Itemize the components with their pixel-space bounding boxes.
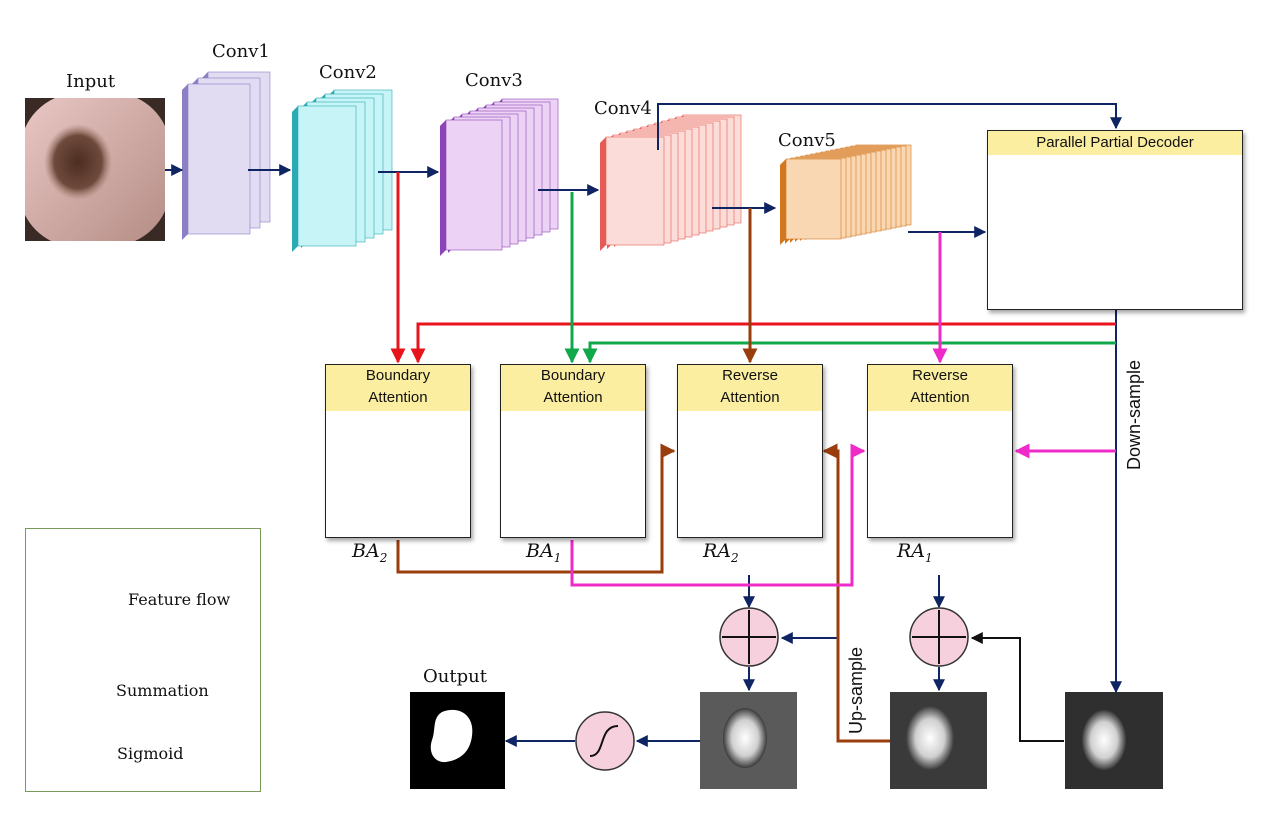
conv3-label: Conv3 [465,70,523,91]
conv-slice-side [292,106,298,252]
sigmoid-node [575,711,635,771]
conv-slice-side [780,159,786,245]
decoder-prediction-map [1065,692,1163,789]
legend-sigmoid: Sigmoid [117,744,184,763]
up-sample-label: Up-sample [846,646,866,734]
navy-flow-arrows [165,103,1122,747]
magenta-flow-arrows [570,232,1116,587]
conv4-block [600,114,742,251]
ra2-label: RA2 [703,540,739,565]
legend-panel [25,528,261,792]
conv5-block [780,144,912,245]
conv2-label: Conv2 [319,62,377,83]
brown-flow-arrows [396,208,890,743]
legend-feature-flow: Feature flow [128,590,231,609]
output-label: Output [423,666,487,687]
conv1-label: Conv1 [212,41,270,62]
conv2-block [292,89,393,252]
ra2-prediction-map [700,692,797,789]
input-label: Input [66,71,116,92]
conv-slice [297,105,357,247]
legend-summation: Summation [116,681,209,700]
ba1-label-index: 1 [553,550,562,565]
ra1-label-base: RA [897,540,926,562]
conv-slice [187,83,251,235]
conv-slice-side [182,84,188,240]
ra1-label-index: 1 [925,550,933,565]
ba2-label-index: 2 [379,550,388,565]
ra2-label-base: RA [703,540,732,562]
conv5-label: Conv5 [778,130,836,151]
ba1-title-line1: Boundary [540,367,606,384]
ra2-label-index: 2 [731,550,739,565]
ra1-prediction-map [890,692,987,789]
decoder-title: Parallel Partial Decoder [988,131,1242,155]
conv-slice-side [600,137,606,251]
ba2-title-line1: Boundary [365,367,431,384]
ra2-title-line2: Attention [720,389,780,406]
summation-node-ra2 [719,607,779,667]
red-flow-arrows [390,172,1116,364]
ba2-title-line2: Attention [368,389,428,406]
ba1-label: BA1 [526,540,561,565]
down-sample-label: Down-sample [1124,359,1144,470]
parallel-partial-decoder: Parallel Partial Decoder [987,130,1243,310]
conv-slice [785,158,842,240]
summation-node-ra1 [909,607,969,667]
black-flow-arrows [970,632,1064,742]
conv-slice-side [440,120,446,256]
output-mask [410,692,505,789]
ra1-title-line2: Attention [910,389,970,406]
conv4-label: Conv4 [594,98,652,119]
ra1-label: RA1 [897,540,933,565]
ba2-label: BA2 [352,540,387,565]
ba2-label-base: BA [352,540,380,562]
ba1-title-line2: Attention [543,389,603,406]
conv1-block [182,71,271,240]
conv3-block [440,98,559,256]
ra2-title-line1: Reverse [722,367,778,384]
conv-slice [445,119,503,251]
conv-slice [605,136,665,246]
ra1-title-line1: Reverse [912,367,968,384]
ba1-label-base: BA [526,540,554,562]
input-dermoscopy-image [25,98,165,241]
